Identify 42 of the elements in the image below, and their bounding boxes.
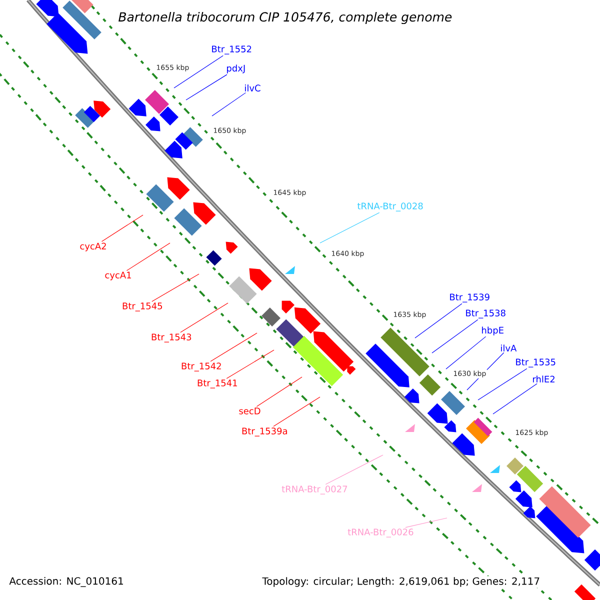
gene-label: cycA2 bbox=[80, 242, 106, 252]
leader-line bbox=[226, 350, 274, 379]
title: Bartonella tribocorum CIP 105476, complete genome bbox=[118, 12, 452, 24]
gene-label: Btr_1535 bbox=[516, 358, 556, 368]
gene-label: Btr_1538 bbox=[466, 310, 506, 318]
gene-label: hbpE bbox=[482, 326, 504, 336]
gene-label: Btr_1541 bbox=[198, 380, 237, 388]
leader-line bbox=[492, 383, 538, 414]
leader-line bbox=[174, 55, 224, 88]
leader-line bbox=[273, 396, 320, 427]
gene-label: Btr_1539 bbox=[450, 294, 490, 302]
leader-line bbox=[256, 376, 302, 407]
footer-text: Topology: circular; Length: 2,619,061 bp; Genes: 2,117 bbox=[261, 576, 542, 588]
gene-label: Btr_1545 bbox=[122, 302, 162, 312]
gene-label: Btr_1543 bbox=[152, 334, 192, 342]
leader-line bbox=[212, 92, 246, 116]
leader-line bbox=[446, 336, 486, 370]
leader-line bbox=[414, 303, 462, 338]
leader-line bbox=[186, 74, 228, 100]
gene-label: Btr_1542 bbox=[182, 362, 221, 372]
leader-line bbox=[126, 242, 170, 271]
leader-line bbox=[101, 214, 144, 242]
gene-label: pdxJ bbox=[227, 64, 245, 74]
gene-label: Btr_1552 bbox=[212, 46, 252, 54]
gene-label: tRNA-Btr_0028 bbox=[357, 202, 423, 212]
gene-label: tRNA-Btr_0027 bbox=[282, 486, 348, 494]
gene-label: secD bbox=[239, 408, 260, 414]
leader-line bbox=[152, 274, 200, 302]
leader-line bbox=[325, 454, 384, 485]
leader-line bbox=[320, 212, 380, 244]
leader-line bbox=[478, 368, 528, 400]
gene-label: ilvA bbox=[501, 344, 517, 352]
footer-text: Accession: NC_010161 bbox=[8, 576, 125, 588]
leader-line bbox=[405, 518, 448, 528]
leader-line bbox=[180, 302, 228, 333]
leader-line bbox=[210, 332, 258, 362]
leader-line bbox=[432, 319, 478, 354]
gene-label: cycA1 bbox=[105, 272, 131, 280]
gene-label: tRNA-Btr_0026 bbox=[348, 528, 414, 538]
gene-label: Btr_1539a bbox=[242, 428, 287, 436]
gene-label: rhlE2 bbox=[533, 376, 554, 382]
gene-label: ilvC bbox=[245, 84, 260, 92]
